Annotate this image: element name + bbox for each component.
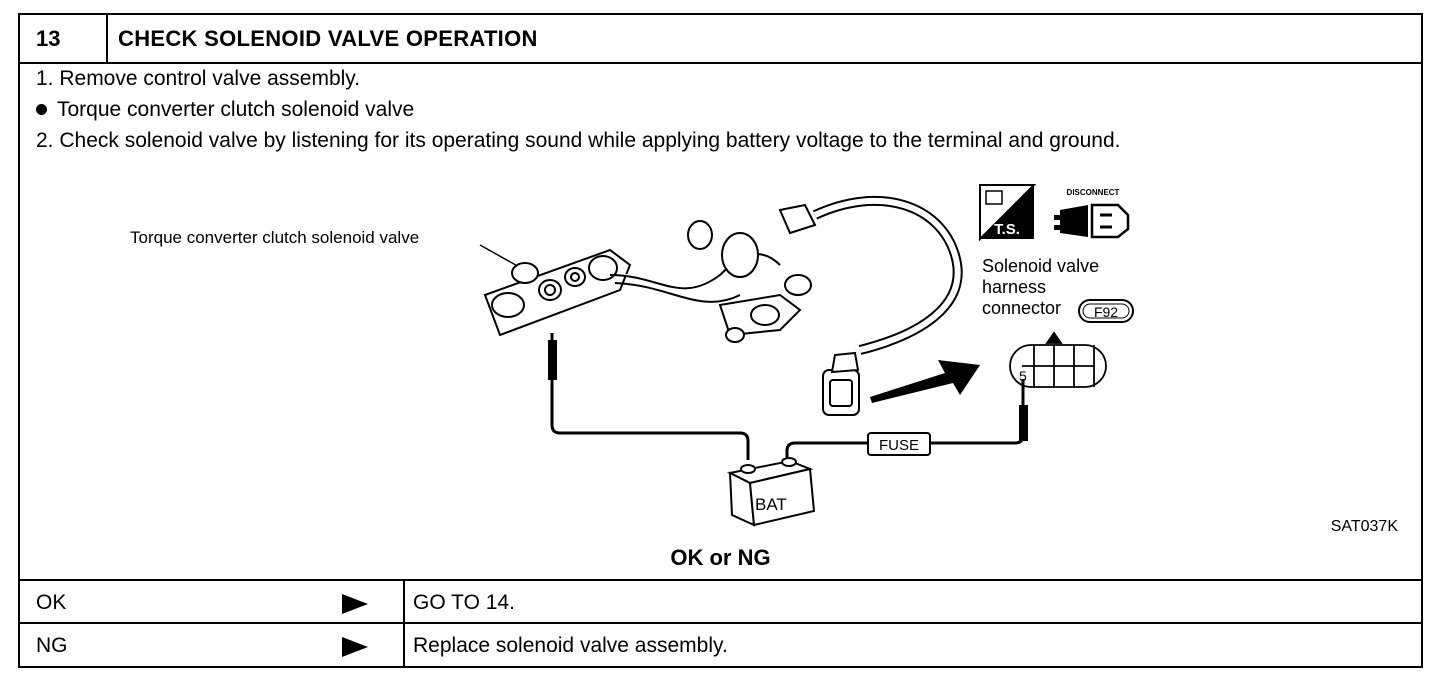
figure-id: SAT037K [1331, 518, 1399, 535]
connector-face [1009, 331, 1107, 388]
disconnect-label: DISCONNECT [1067, 188, 1120, 197]
instruction-2: 2. Check solenoid valve by listening for… [36, 129, 1121, 152]
instruction-1: 1. Remove control valve assembly. [36, 67, 361, 90]
procedure-table: 13 CHECK SOLENOID VALVE OPERATION 1. Rem… [18, 13, 1423, 668]
control-valve-assembly [483, 203, 817, 343]
ts-icon: T.S. [979, 184, 1037, 242]
valve-label: Torque converter clutch solenoid valve [130, 228, 419, 247]
probe-lead-valve [548, 340, 557, 380]
result-condition: OK [36, 591, 67, 614]
harness-plug [822, 351, 860, 416]
connector-label-line-2: harness [982, 277, 1046, 297]
result-action: GO TO 14. [403, 581, 1413, 624]
instruction-bullet: Torque converter clutch solenoid valve [36, 96, 414, 124]
connector-label-line-3: connector [982, 298, 1061, 318]
step-number: 13 [20, 15, 108, 62]
connector-code-badge [1078, 299, 1134, 323]
result-question: OK or NG [670, 545, 771, 570]
connector-code: F92 [1094, 304, 1118, 320]
test-wiring [550, 333, 1025, 465]
instruction-bullet-text: Torque converter clutch solenoid valve [57, 98, 415, 121]
step-header: 13 CHECK SOLENOID VALVE OPERATION [20, 15, 1421, 64]
result-row-ng: NG Replace solenoid valve assembly. [20, 622, 1421, 667]
probe-lead-connector [1019, 405, 1028, 441]
ts-icon-label: T.S. [994, 221, 1020, 238]
battery-label: BAT [755, 495, 787, 514]
play-arrow-icon [342, 637, 368, 657]
terminal-number: 5 [1019, 368, 1027, 384]
result-action: Replace solenoid valve assembly. [403, 624, 1413, 667]
battery [726, 457, 816, 527]
fuse-label: FUSE [879, 437, 919, 454]
fuse-box [867, 432, 931, 456]
play-arrow-icon [342, 594, 368, 614]
step-title: CHECK SOLENOID VALVE OPERATION [118, 26, 538, 51]
disconnect-icon: DISCONNECT [1054, 188, 1130, 239]
pointer-arrow [870, 360, 980, 403]
wiring-diagram: Torque converter clutch solenoid valve [130, 184, 1399, 535]
connector-label-line-1: Solenoid valve [982, 256, 1099, 276]
result-condition: NG [36, 634, 68, 657]
bullet-icon [36, 104, 47, 115]
result-row-ok: OK GO TO 14. [20, 579, 1421, 624]
